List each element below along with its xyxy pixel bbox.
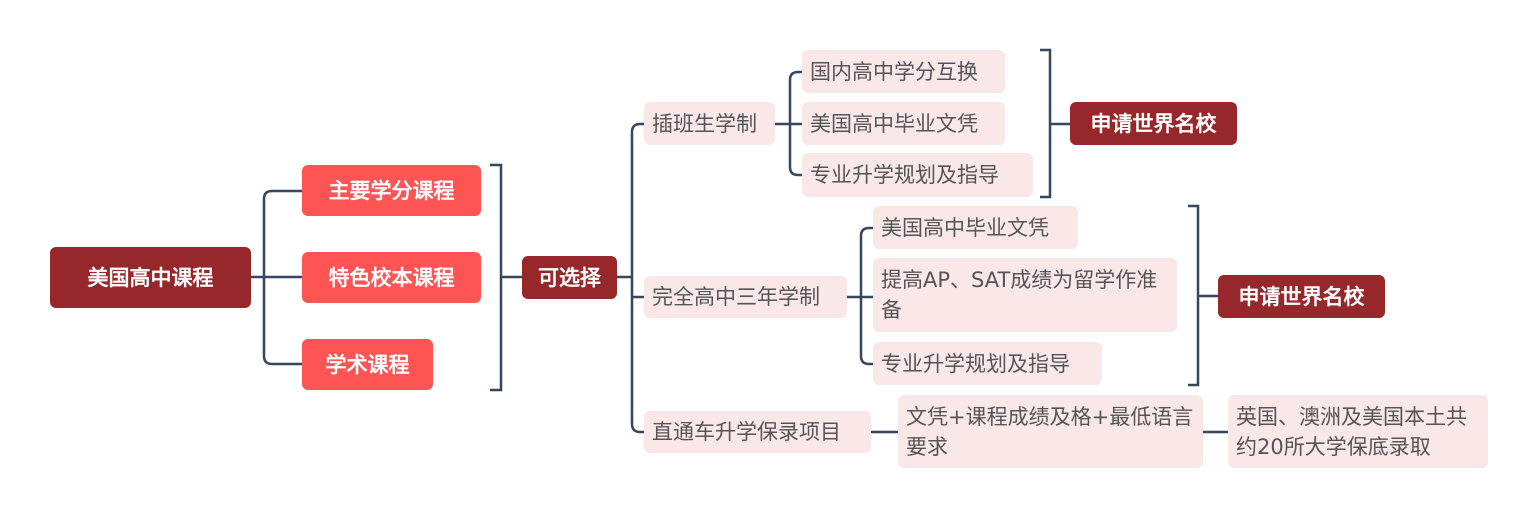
path-node-direct[interactable]: 直通车升学保录项目 [644, 411, 871, 453]
path-item[interactable]: 美国高中毕业文凭 [802, 102, 1005, 145]
path-item[interactable]: 美国高中毕业文凭 [873, 206, 1078, 249]
path-item[interactable]: 文凭+课程成绩及格+最低语言要求 [898, 395, 1203, 468]
path-item[interactable]: 提高AP、SAT成绩为留学作准备 [873, 258, 1177, 332]
path-item[interactable]: 国内高中学分互换 [802, 50, 1005, 93]
path-item[interactable]: 专业升学规划及指导 [802, 153, 1033, 197]
course-node-academic[interactable]: 学术课程 [302, 339, 433, 390]
goal-node[interactable]: 申请世界名校 [1070, 102, 1237, 145]
path-item[interactable]: 专业升学规划及指导 [873, 342, 1102, 385]
goal-node[interactable]: 申请世界名校 [1218, 275, 1385, 318]
goal-node-guaranteed[interactable]: 英国、澳洲及美国本土共约20所大学保底录取 [1228, 395, 1488, 468]
path-node-transfer[interactable]: 插班生学制 [644, 102, 775, 145]
path-node-full-three-year[interactable]: 完全高中三年学制 [644, 276, 847, 318]
course-node-featured[interactable]: 特色校本课程 [302, 252, 481, 303]
root-node[interactable]: 美国高中课程 [50, 247, 251, 308]
course-node-main-credits[interactable]: 主要学分课程 [302, 165, 481, 216]
choice-node[interactable]: 可选择 [522, 256, 617, 299]
